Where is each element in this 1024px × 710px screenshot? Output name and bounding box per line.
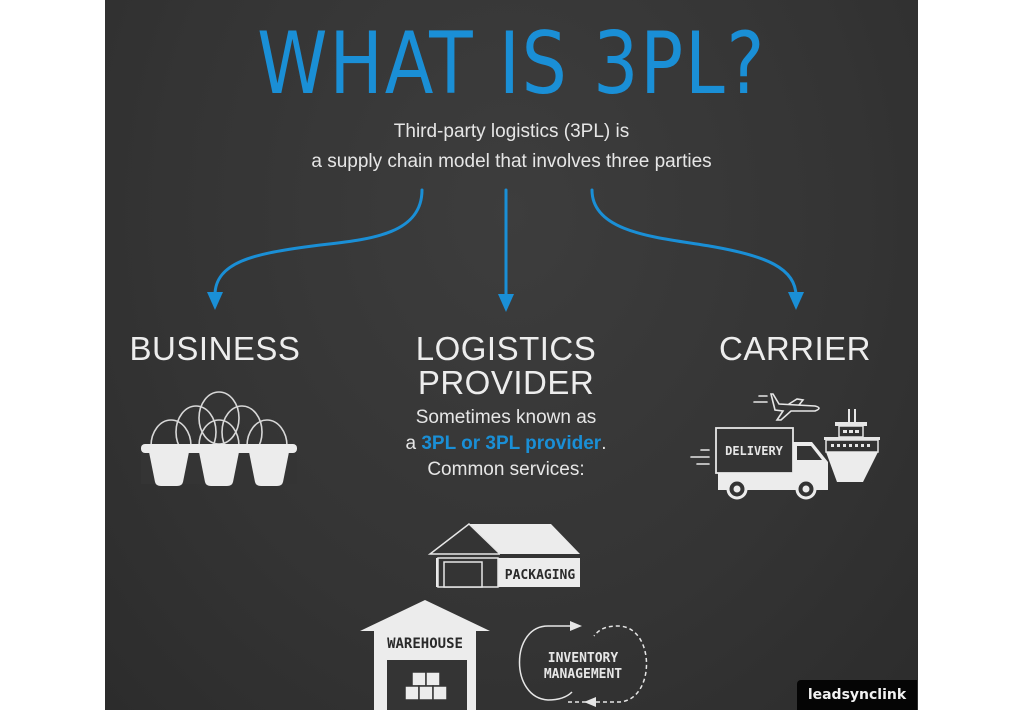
- subtitle-line-1: Third-party logistics (3PL) is: [393, 121, 630, 142]
- heading-line-2: PROVIDER: [417, 364, 595, 401]
- arrowhead-carrier-icon: [788, 292, 804, 310]
- airplane-icon: [753, 393, 820, 421]
- watermark-badge: leadsynclink: [797, 680, 917, 710]
- branch-arrows: [207, 188, 804, 312]
- party-logistics-provider-heading: LOGISTICS PROVIDER: [381, 332, 631, 400]
- packaging-label: PACKAGING: [505, 568, 576, 583]
- party-carrier-heading: CARRIER: [718, 330, 872, 367]
- packaging-building-icon: PACKAGING: [427, 523, 580, 588]
- desc-line-1: Sometimes known as: [415, 407, 597, 428]
- inventory-label-line-2: MANAGEMENT: [544, 667, 622, 682]
- cycle-arrows-icon: INVENTORY MANAGEMENT: [518, 621, 648, 707]
- desc-line-3: Common services:: [427, 459, 585, 480]
- heading-line-1: LOGISTICS: [415, 330, 597, 367]
- truck-label: DELIVERY: [725, 444, 784, 458]
- infographic-panel: WHAT IS 3PL? Third-party logistics (3PL)…: [105, 0, 918, 710]
- inventory-label-line-1: INVENTORY: [548, 651, 619, 666]
- arrow-to-carrier: [590, 188, 798, 298]
- desc-line-2: a 3PL or 3PL provider.: [405, 433, 607, 454]
- ship-icon: [824, 409, 880, 482]
- subtitle: Third-party logistics (3PL) is a supply …: [105, 117, 918, 177]
- logistics-provider-description: Sometimes known as a 3PL or 3PL provider…: [356, 405, 656, 483]
- delivery-truck-icon: DELIVERY: [715, 427, 828, 500]
- delivery-truck-plane-ship-icon: DELIVERY: [690, 393, 880, 500]
- egg-carton-icon: [141, 391, 297, 486]
- arrowhead-logistics-icon: [498, 294, 514, 312]
- party-business-heading: BUSINESS: [129, 330, 301, 367]
- highlight-3pl: 3PL or 3PL provider: [421, 433, 602, 454]
- page-title: WHAT IS 3PL?: [256, 14, 767, 114]
- arrowhead-business-icon: [207, 292, 223, 310]
- subtitle-line-2: a supply chain model that involves three…: [311, 151, 712, 172]
- arrow-to-business: [213, 188, 424, 297]
- warehouse-icon: WAREHOUSE: [360, 600, 490, 710]
- warehouse-label: WAREHOUSE: [387, 636, 463, 652]
